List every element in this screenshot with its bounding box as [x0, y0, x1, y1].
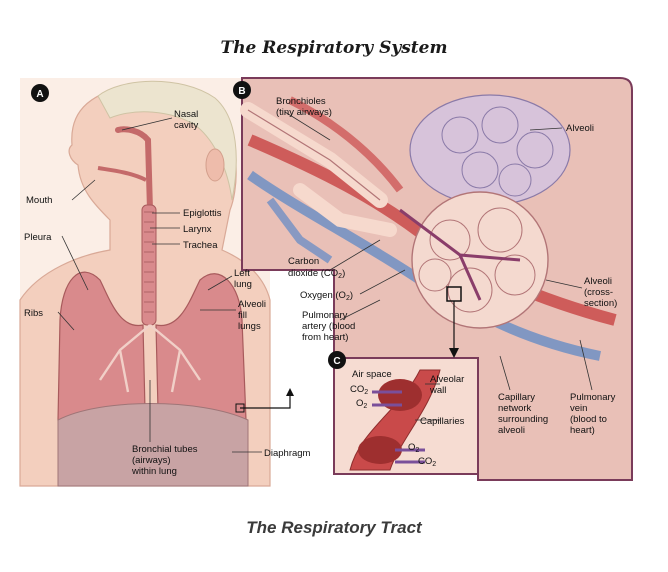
label-ribs: Ribs — [24, 308, 43, 319]
svg-text:network: network — [498, 403, 532, 414]
label-mouth: Mouth — [26, 195, 52, 206]
svg-text:within lung: within lung — [131, 466, 177, 477]
svg-text:(tiny airways): (tiny airways) — [276, 107, 332, 118]
svg-text:artery (blood: artery (blood — [302, 321, 355, 332]
label-larynx: Larynx — [183, 224, 212, 235]
alveoli-clusters — [399, 94, 571, 329]
svg-text:lungs: lungs — [238, 321, 261, 332]
svg-text:Capillary: Capillary — [498, 392, 535, 403]
label-air-space: Air space — [352, 369, 392, 380]
figure-caption: The Respiratory Tract — [246, 518, 422, 537]
svg-text:fill: fill — [238, 310, 247, 321]
svg-text:cavity: cavity — [174, 120, 199, 131]
label-alveoli: Alveoli — [566, 123, 594, 134]
trachea-tube — [141, 204, 157, 326]
svg-text:Alveoli: Alveoli — [584, 276, 612, 287]
svg-text:vein: vein — [570, 403, 587, 414]
svg-text:lung: lung — [234, 279, 252, 290]
label-alveoli-cross-section: Alveoli (cross- section) — [584, 276, 617, 309]
svg-text:Alveoli: Alveoli — [238, 299, 266, 310]
label-left-lung: Left lung — [234, 268, 252, 290]
label-alveolar-wall: Alveolar wall — [429, 374, 464, 396]
bronchiole-tubes — [240, 102, 397, 237]
label-o2-in: O2 — [356, 398, 367, 410]
svg-text:(airways): (airways) — [132, 455, 171, 466]
svg-text:(blood to: (blood to — [570, 414, 607, 425]
svg-text:Bronchioles: Bronchioles — [276, 96, 326, 107]
label-co2-out: CO2 — [350, 384, 368, 396]
label-nasal-cavity: Nasal cavity — [174, 109, 199, 131]
svg-text:Alveolar: Alveolar — [430, 374, 464, 385]
label-pleura: Pleura — [24, 232, 52, 243]
panel-c-capillaries — [349, 369, 441, 471]
panel-pointer — [240, 394, 291, 409]
label-epiglottis: Epiglottis — [183, 208, 222, 219]
label-carbon-dioxide: Carbon dioxide (CO2) — [288, 256, 345, 280]
diagram-title: The Respiratory System — [220, 38, 448, 58]
label-co2-blood: CO2 — [418, 456, 436, 468]
svg-text:wall: wall — [429, 385, 446, 396]
label-capillaries: Capillaries — [420, 416, 465, 427]
label-capillary-network: Capillary network surrounding alveoli — [498, 392, 548, 436]
svg-text:from heart): from heart) — [302, 332, 348, 343]
label-oxygen: Oxygen (O2) — [300, 290, 353, 302]
panel-a-badge — [31, 84, 49, 102]
svg-text:section): section) — [584, 298, 617, 309]
label-diaphragm: Diaphragm — [264, 448, 311, 459]
label-pulmonary-vein: Pulmonary vein (blood to heart) — [570, 392, 616, 436]
panel-c-badge — [328, 351, 346, 369]
leader-lines — [57, 111, 593, 453]
upper-airway — [97, 126, 157, 326]
svg-text:Pulmonary: Pulmonary — [570, 392, 616, 403]
alveoli-cross-section — [411, 191, 549, 329]
label-bronchial-tubes: Bronchial tubes (airways) within lung — [131, 444, 198, 477]
svg-text:surrounding: surrounding — [498, 414, 548, 425]
svg-text:(cross-: (cross- — [584, 287, 613, 298]
label-o2-blood: O2 — [408, 442, 419, 454]
label-alveoli-fill-lungs: Alveoli fill lungs — [238, 299, 266, 332]
svg-text:Carbon: Carbon — [288, 256, 319, 267]
panel-b-letter: B — [238, 86, 245, 97]
panel-c-letter: C — [333, 356, 340, 367]
panel-a-letter: A — [36, 89, 43, 100]
label-pulmonary-artery: Pulmonary artery (blood from heart) — [302, 310, 355, 343]
svg-text:dioxide (CO2): dioxide (CO2) — [288, 268, 345, 280]
label-trachea: Trachea — [183, 240, 218, 251]
svg-text:alveoli: alveoli — [498, 425, 525, 436]
svg-text:Bronchial tubes: Bronchial tubes — [132, 444, 198, 455]
svg-text:Pulmonary: Pulmonary — [302, 310, 348, 321]
svg-text:Left: Left — [234, 268, 250, 279]
diaphragm-shape — [57, 403, 249, 487]
label-bronchioles: Bronchioles (tiny airways) — [276, 96, 332, 118]
svg-text:heart): heart) — [570, 425, 595, 436]
lungs — [57, 271, 249, 487]
svg-text:Nasal: Nasal — [174, 109, 198, 120]
panel-b-badge — [233, 81, 251, 99]
